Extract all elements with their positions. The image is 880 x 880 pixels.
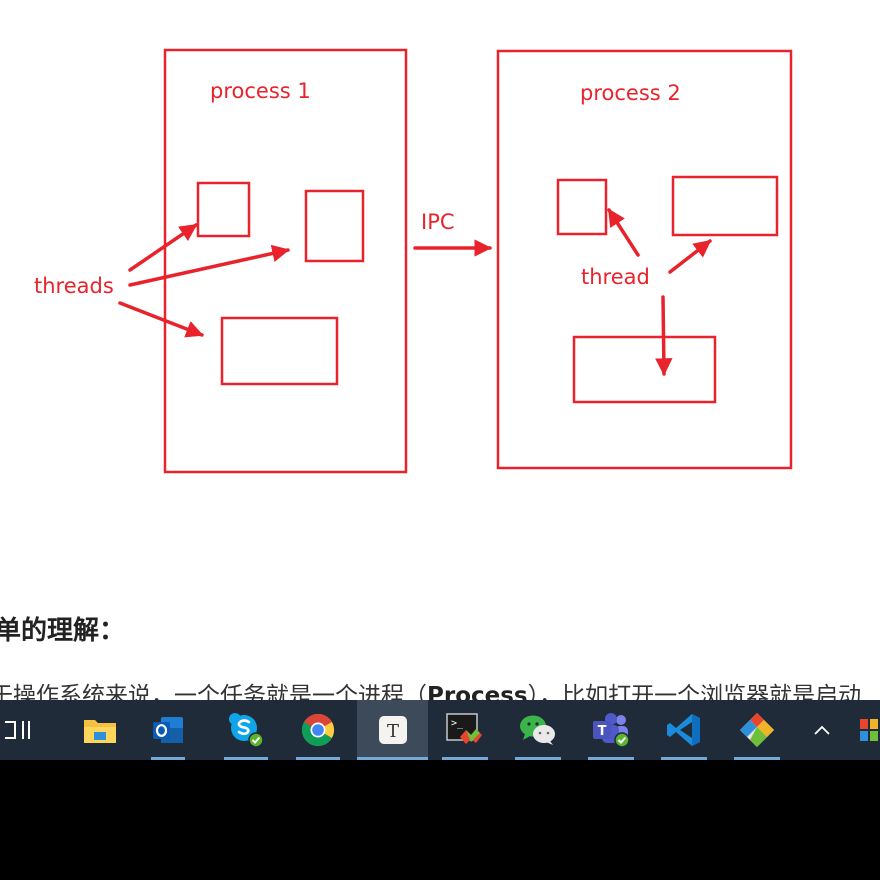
tray-app-button[interactable] — [858, 700, 880, 760]
svg-text:>_: >_ — [451, 718, 464, 729]
thread-box — [671, 175, 779, 237]
running-indicator — [224, 757, 268, 760]
process2-label: process 2 — [580, 81, 681, 105]
running-indicator — [151, 757, 185, 760]
document-view: process 1 process 2 IPC threads thread 单… — [0, 0, 880, 700]
thread-box — [196, 181, 251, 238]
terminal-button[interactable]: >_ — [436, 700, 494, 760]
chevron-up-icon — [814, 725, 830, 735]
thread-label: thread — [581, 265, 650, 289]
running-indicator — [734, 757, 780, 760]
outlook-button[interactable] — [145, 700, 191, 760]
terminal-icon: >_ — [446, 713, 482, 744]
typora-icon: T — [378, 716, 407, 744]
running-indicator — [588, 757, 634, 760]
ipc-label: IPC — [421, 210, 455, 234]
teams-icon: T — [593, 713, 630, 748]
typora-button[interactable]: T — [357, 700, 428, 760]
file-explorer-button[interactable] — [72, 700, 128, 760]
vscode-button[interactable] — [655, 700, 713, 760]
chrome-button[interactable] — [290, 700, 346, 760]
vscode-icon — [667, 714, 700, 746]
thread-box — [220, 316, 339, 386]
running-indicator — [357, 757, 428, 760]
git-button[interactable] — [728, 700, 786, 760]
para-prefix: 于操作系统来说，一个任务就是一个进程（ — [0, 683, 427, 700]
chrome-icon — [301, 713, 335, 747]
wechat-icon — [520, 715, 555, 745]
task-view-button[interactable] — [0, 700, 40, 760]
process1-box — [163, 48, 408, 474]
git-icon — [740, 713, 774, 747]
arrow — [128, 244, 290, 287]
thread-box — [572, 335, 717, 404]
paragraph: 于操作系统来说，一个任务就是一个进程（Process），比如打开一个浏览器就是启… — [0, 676, 861, 700]
threads-label: threads — [34, 274, 114, 298]
desktop-background — [0, 760, 880, 880]
thread-box — [304, 189, 365, 263]
taskbar: T >_ — [0, 700, 880, 760]
section-heading: 单的理解： — [0, 616, 126, 646]
thread-box — [556, 178, 608, 236]
arrow — [668, 239, 712, 274]
arrow — [607, 208, 640, 257]
arrow — [118, 301, 204, 338]
task-view-icon — [5, 721, 30, 739]
svg-text:T: T — [598, 724, 607, 739]
para-bold: Process — [427, 683, 528, 700]
process-thread-diagram: process 1 process 2 IPC threads thread — [34, 48, 793, 474]
tray-app-icon — [860, 719, 878, 741]
para-suffix: ），比如打开一个浏览器就是启动 — [527, 683, 862, 700]
running-indicator — [515, 757, 561, 760]
process1-label: process 1 — [210, 79, 311, 103]
running-indicator — [442, 757, 488, 760]
teams-button[interactable]: T — [582, 700, 640, 760]
running-indicator — [296, 757, 340, 760]
tray-overflow-button[interactable] — [804, 700, 840, 760]
wechat-button[interactable] — [509, 700, 567, 760]
process2-box — [496, 49, 793, 470]
skype-icon — [229, 713, 264, 748]
arrow — [655, 295, 673, 376]
outlook-icon — [153, 717, 183, 743]
arrow — [128, 223, 198, 272]
svg-text:T: T — [386, 721, 398, 742]
skype-button[interactable] — [218, 700, 274, 760]
file-explorer-icon — [84, 720, 116, 743]
running-indicator — [661, 757, 707, 760]
